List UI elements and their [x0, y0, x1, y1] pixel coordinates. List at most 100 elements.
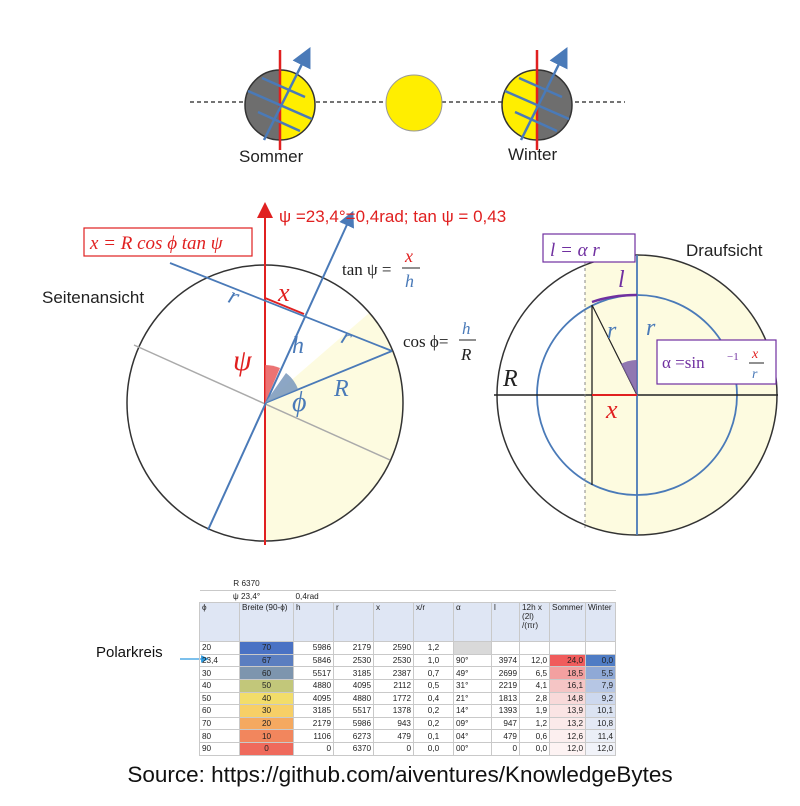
label-l-top: l [618, 267, 625, 293]
table-header-cell: r [333, 602, 374, 643]
table-cell: 1,2 [413, 641, 454, 655]
source-caption: Source: https://github.com/aiventures/Kn… [127, 762, 673, 787]
table-meta-empty [373, 578, 616, 591]
table-cell: 60 [239, 666, 294, 680]
label-sommer: Sommer [239, 147, 304, 166]
table-cell: 1772 [373, 691, 414, 706]
table-cell: 5517 [293, 666, 334, 680]
x-formula-box [83, 227, 253, 257]
table-cell: 31° [453, 678, 492, 693]
table-cell: 04° [453, 729, 492, 743]
table-cell: 6,5 [519, 666, 550, 680]
table-cell: 10,1 [584, 704, 617, 718]
cos-phi-numerator: h [462, 319, 471, 338]
table-cell [519, 641, 550, 655]
cos-phi-text: cos ϕ= [403, 332, 448, 351]
table-cell: 3974 [491, 653, 520, 668]
phi-angle-wedge [265, 373, 298, 403]
table-cell: 0,1 [413, 729, 454, 743]
label-seitenansicht: Seitenansicht [42, 288, 144, 307]
table-cell: 479 [373, 729, 414, 743]
table-meta-row: ψ 23,4°0,4rad [199, 590, 616, 604]
table-cell: 12,0 [549, 741, 586, 756]
table-meta-label: R 6370 [199, 578, 294, 591]
label-winter: Winter [508, 145, 557, 164]
table-meta-value [293, 578, 374, 591]
table-cell: 40 [239, 691, 294, 706]
table-header-cell: x/r [413, 602, 454, 643]
table-header-cell: α [453, 602, 492, 643]
table-cell: 20 [199, 641, 240, 655]
table-cell: 40 [199, 678, 240, 693]
table-cell: 5846 [293, 653, 334, 668]
table-cell: 1813 [491, 691, 520, 706]
table-cell: 1,2 [519, 716, 550, 731]
table-cell [453, 641, 492, 655]
table-cell: 2590 [373, 641, 414, 655]
psi-angle-wedge [265, 364, 280, 403]
cos-phi-denominator: R [460, 345, 472, 364]
label-R-side: R [333, 376, 349, 402]
table-cell: 13,9 [549, 704, 586, 718]
table-cell: 5986 [333, 716, 374, 731]
table-cell: 2112 [373, 678, 414, 693]
table-cell: 2699 [491, 666, 520, 680]
table-cell: 0 [239, 741, 294, 756]
summer-tilt-axis [262, 47, 311, 141]
top-view-diagram: l r r R x Draufsicht l = α r α =sin −1 x… [494, 233, 778, 536]
table-cell: 90° [453, 653, 492, 668]
table-cell: 12,0 [584, 741, 617, 756]
alpha-numerator: x [751, 347, 759, 362]
label-x-top: x [605, 395, 618, 424]
table-cell: 4095 [293, 691, 334, 706]
tan-psi-denominator: h [405, 271, 414, 291]
tan-psi-formula: tan ψ = x h [342, 246, 420, 291]
table-cell: 30 [199, 666, 240, 680]
latitude-line [169, 262, 393, 352]
table-cell: 12,0 [519, 653, 550, 668]
table-cell: 0 [293, 741, 334, 756]
label-phi-side: ϕ [292, 387, 307, 418]
table-header-cell: l [491, 602, 520, 643]
table-cell: 943 [373, 716, 414, 731]
alpha-formula-box [656, 339, 777, 385]
table-cell: 30 [239, 704, 294, 718]
label-r-side: r [224, 283, 243, 311]
table-cell: 13,2 [549, 716, 586, 731]
table-cell: 12,6 [549, 729, 586, 743]
l-formula-box [542, 233, 636, 263]
table-header-cell: x [373, 602, 414, 643]
table-cell: 1,9 [519, 704, 550, 718]
table-cell: 5986 [293, 641, 334, 655]
table-cell: 1106 [293, 729, 334, 743]
table-cell: 10 [239, 729, 294, 743]
winter-tilt-axis [519, 47, 568, 141]
table-header-cell: Breite (90-ϕ) [239, 602, 294, 643]
table-cell: 3185 [333, 666, 374, 680]
table-cell: 11,4 [584, 729, 617, 743]
table-cell: 2530 [373, 653, 414, 668]
table-header-cell: 12h x (2l) /(πr) [519, 602, 550, 643]
table-cell: 1,0 [413, 653, 454, 668]
label-polarkreis: Polarkreis [96, 644, 163, 661]
alpha-denominator: r [752, 367, 758, 382]
label-psi-side: ψ [233, 344, 253, 377]
table-cell: 50 [199, 691, 240, 706]
table-cell: 0,5 [413, 678, 454, 693]
tan-psi-numerator: x [404, 246, 413, 266]
table-cell: 9,2 [584, 691, 617, 706]
table-cell: 24,0 [549, 653, 586, 668]
table-cell: 5,5 [584, 666, 617, 680]
table-cell [584, 641, 617, 655]
